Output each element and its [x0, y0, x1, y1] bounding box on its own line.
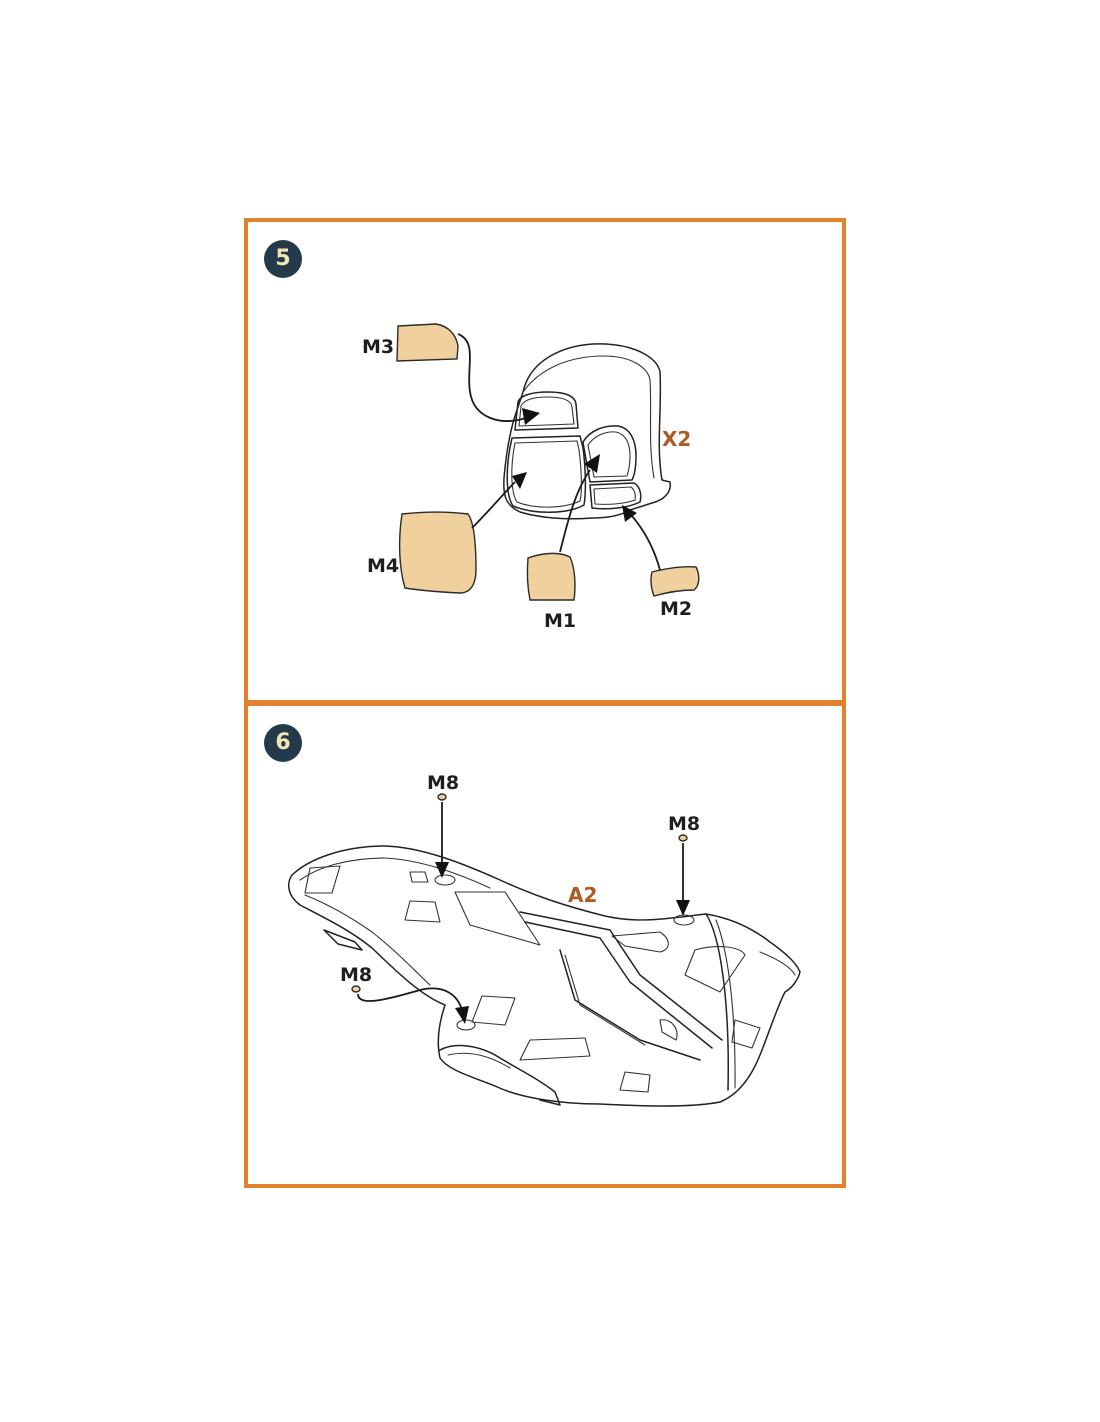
m8-a-arrowhead — [435, 862, 449, 878]
mask-m8-c-label: M8 — [340, 964, 373, 986]
m8-c-arrowhead — [455, 1006, 469, 1024]
m2-arrowhead — [622, 505, 637, 522]
canopy-part — [503, 343, 672, 520]
part-a2-label: A2 — [568, 883, 598, 907]
mask-m3-shape — [396, 323, 459, 362]
mask-m4-shape — [398, 511, 477, 594]
mask-m8-b-shape — [678, 834, 688, 842]
part-x2-label: X2 — [662, 427, 692, 451]
mask-m3-label: M3 — [362, 336, 395, 358]
m4-arrowhead — [512, 472, 527, 489]
step-6-badge: 6 — [264, 724, 302, 762]
mask-m2-shape — [650, 566, 700, 597]
mask-m8-b-label: M8 — [668, 813, 701, 835]
mask-m8-a-label: M8 — [427, 772, 460, 794]
m1-arrowhead — [584, 454, 600, 473]
m8-c-arrow-line — [357, 987, 463, 1011]
step-5-badge: 5 — [264, 240, 302, 278]
mask-m2-label: M2 — [660, 598, 693, 620]
m3-arrow-line — [457, 333, 527, 422]
m4-arrow-line — [471, 481, 516, 529]
fuselage-part — [287, 845, 801, 1107]
mask-m8-a-shape — [437, 793, 447, 801]
mask-m8-c-shape — [351, 985, 361, 993]
m8-b-arrowhead — [676, 900, 690, 916]
m3-arrowhead — [522, 408, 540, 425]
m2-arrow-line — [631, 515, 661, 571]
mask-m1-shape — [526, 552, 576, 601]
mask-m1-label: M1 — [544, 610, 577, 632]
m1-arrow-line — [559, 469, 591, 553]
mask-m4-label: M4 — [367, 555, 400, 577]
